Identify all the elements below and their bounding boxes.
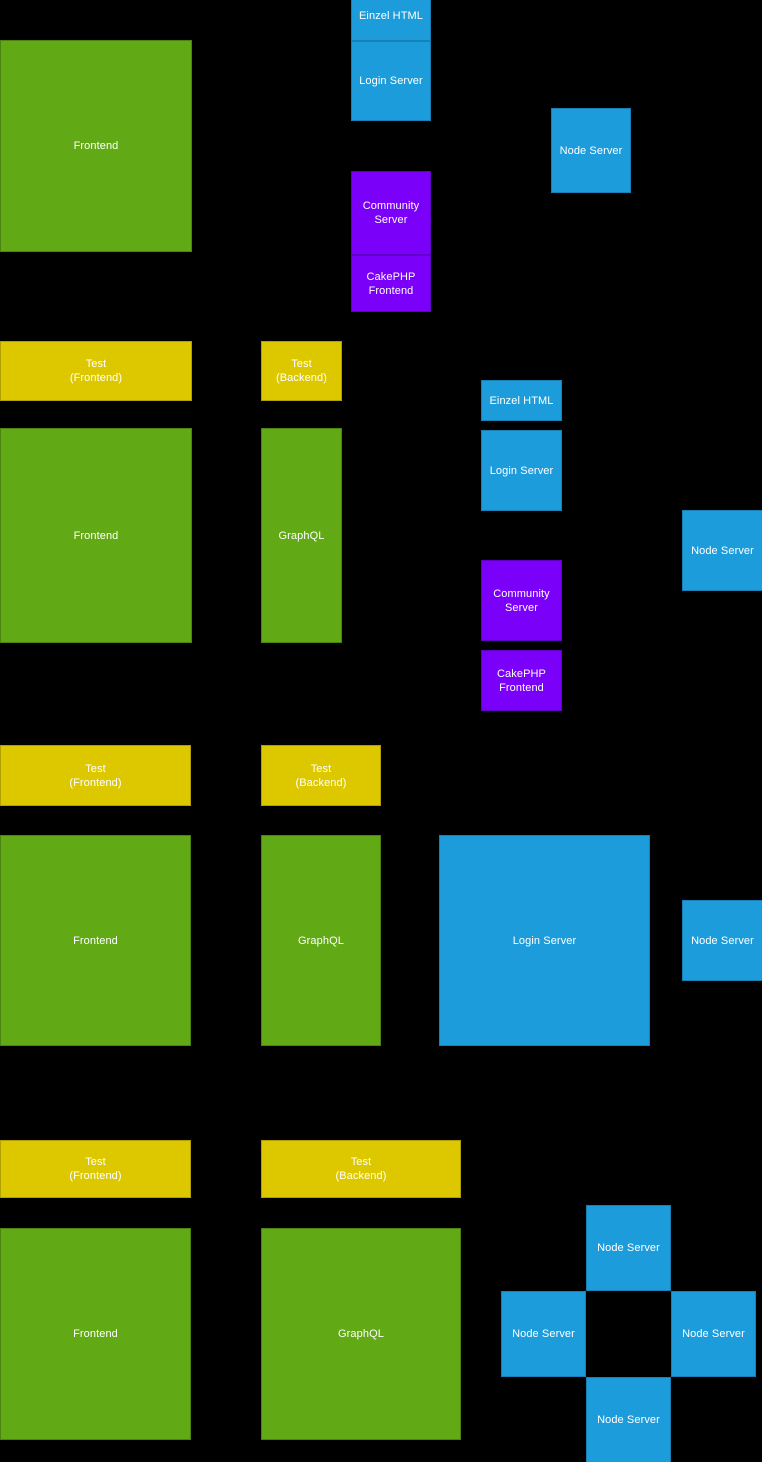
node-box-s3-test-backend[interactable]: Test (Backend)	[261, 745, 381, 806]
node-label-s1-frontend: Frontend	[73, 140, 119, 152]
node-box-s4-test-frontend[interactable]: Test (Frontend)	[0, 1140, 191, 1198]
node-box-s3-test-frontend[interactable]: Test (Frontend)	[0, 745, 191, 806]
node-label-s4-test-frontend: Test (Frontend)	[69, 1156, 122, 1182]
node-box-s1-community-server[interactable]: Community Server	[351, 171, 431, 255]
node-box-s2-login-server[interactable]: Login Server	[481, 430, 562, 511]
node-label-s1-node-server: Node Server	[559, 144, 623, 157]
node-label-s3-test-backend: Test (Backend)	[295, 762, 347, 789]
node-box-s3-login-server[interactable]: Login Server	[439, 835, 650, 1046]
node-box-s3-node-server[interactable]: Node Server	[682, 900, 762, 981]
node-box-s4-node-server-top[interactable]: Node Server	[586, 1205, 671, 1291]
node-label-s4-node-server-left: Node Server	[512, 1328, 575, 1340]
node-box-s2-test-backend[interactable]: Test (Backend)	[261, 341, 342, 401]
node-label-s2-login-server: Login Server	[489, 464, 554, 477]
node-box-s4-graphql[interactable]: GraphQL	[261, 1228, 461, 1440]
node-label-s2-frontend: Frontend	[73, 529, 119, 542]
node-box-s3-frontend[interactable]: Frontend	[0, 835, 191, 1046]
node-label-s1-cakephp-frontend: CakePHP Frontend	[366, 270, 416, 297]
node-box-s4-node-server-bot[interactable]: Node Server	[586, 1377, 671, 1462]
node-label-s1-einzel-html: Einzel HTML	[358, 10, 424, 22]
node-box-s4-test-backend[interactable]: Test (Backend)	[261, 1140, 461, 1198]
node-label-s2-test-backend: Test (Backend)	[275, 358, 328, 384]
node-label-s4-frontend: Frontend	[73, 1328, 118, 1340]
node-box-s2-community-server[interactable]: Community Server	[481, 560, 562, 641]
node-box-s2-frontend[interactable]: Frontend	[0, 428, 192, 643]
node-box-s1-frontend[interactable]: Frontend	[0, 40, 192, 252]
node-label-s3-graphql: GraphQL	[298, 934, 344, 947]
node-label-s4-node-server-right: Node Server	[682, 1328, 745, 1340]
node-label-s3-node-server: Node Server	[691, 934, 754, 947]
node-label-s3-frontend: Frontend	[73, 934, 118, 947]
node-box-s2-cakephp-frontend[interactable]: CakePHP Frontend	[481, 650, 562, 711]
node-label-s3-login-server: Login Server	[512, 934, 577, 947]
node-label-s2-cakephp-frontend: CakePHP Frontend	[497, 667, 546, 694]
node-box-s4-frontend[interactable]: Frontend	[0, 1228, 191, 1440]
node-box-s1-login-server[interactable]: Login Server	[351, 41, 431, 121]
node-box-s2-test-frontend[interactable]: Test (Frontend)	[0, 341, 192, 401]
node-label-s1-login-server: Login Server	[359, 75, 423, 87]
node-box-s4-node-server-left[interactable]: Node Server	[501, 1291, 586, 1377]
node-label-s2-node-server: Node Server	[691, 544, 754, 557]
node-label-s2-community-server: Community Server	[493, 587, 550, 614]
node-label-s4-test-backend: Test (Backend)	[335, 1156, 387, 1182]
node-label-s4-node-server-top: Node Server	[597, 1242, 660, 1254]
node-label-s1-community-server: Community Server	[362, 200, 420, 226]
node-box-s2-einzel-html[interactable]: Einzel HTML	[481, 380, 562, 421]
node-box-s1-cakephp-frontend[interactable]: CakePHP Frontend	[351, 255, 431, 312]
node-box-s4-node-server-right[interactable]: Node Server	[671, 1291, 756, 1377]
node-label-s4-graphql: GraphQL	[338, 1328, 384, 1340]
node-box-s1-einzel-html[interactable]: Einzel HTML	[351, 0, 431, 41]
node-box-s2-node-server[interactable]: Node Server	[682, 510, 762, 591]
node-label-s4-node-server-bot: Node Server	[597, 1414, 660, 1426]
node-box-s1-node-server[interactable]: Node Server	[551, 108, 631, 193]
node-box-s3-graphql[interactable]: GraphQL	[261, 835, 381, 1046]
node-box-s2-graphql[interactable]: GraphQL	[261, 428, 342, 643]
node-label-s2-einzel-html: Einzel HTML	[489, 394, 554, 407]
node-label-s2-test-frontend: Test (Frontend)	[69, 358, 123, 384]
node-label-s2-graphql: GraphQL	[278, 529, 325, 542]
node-label-s3-test-frontend: Test (Frontend)	[69, 762, 122, 789]
